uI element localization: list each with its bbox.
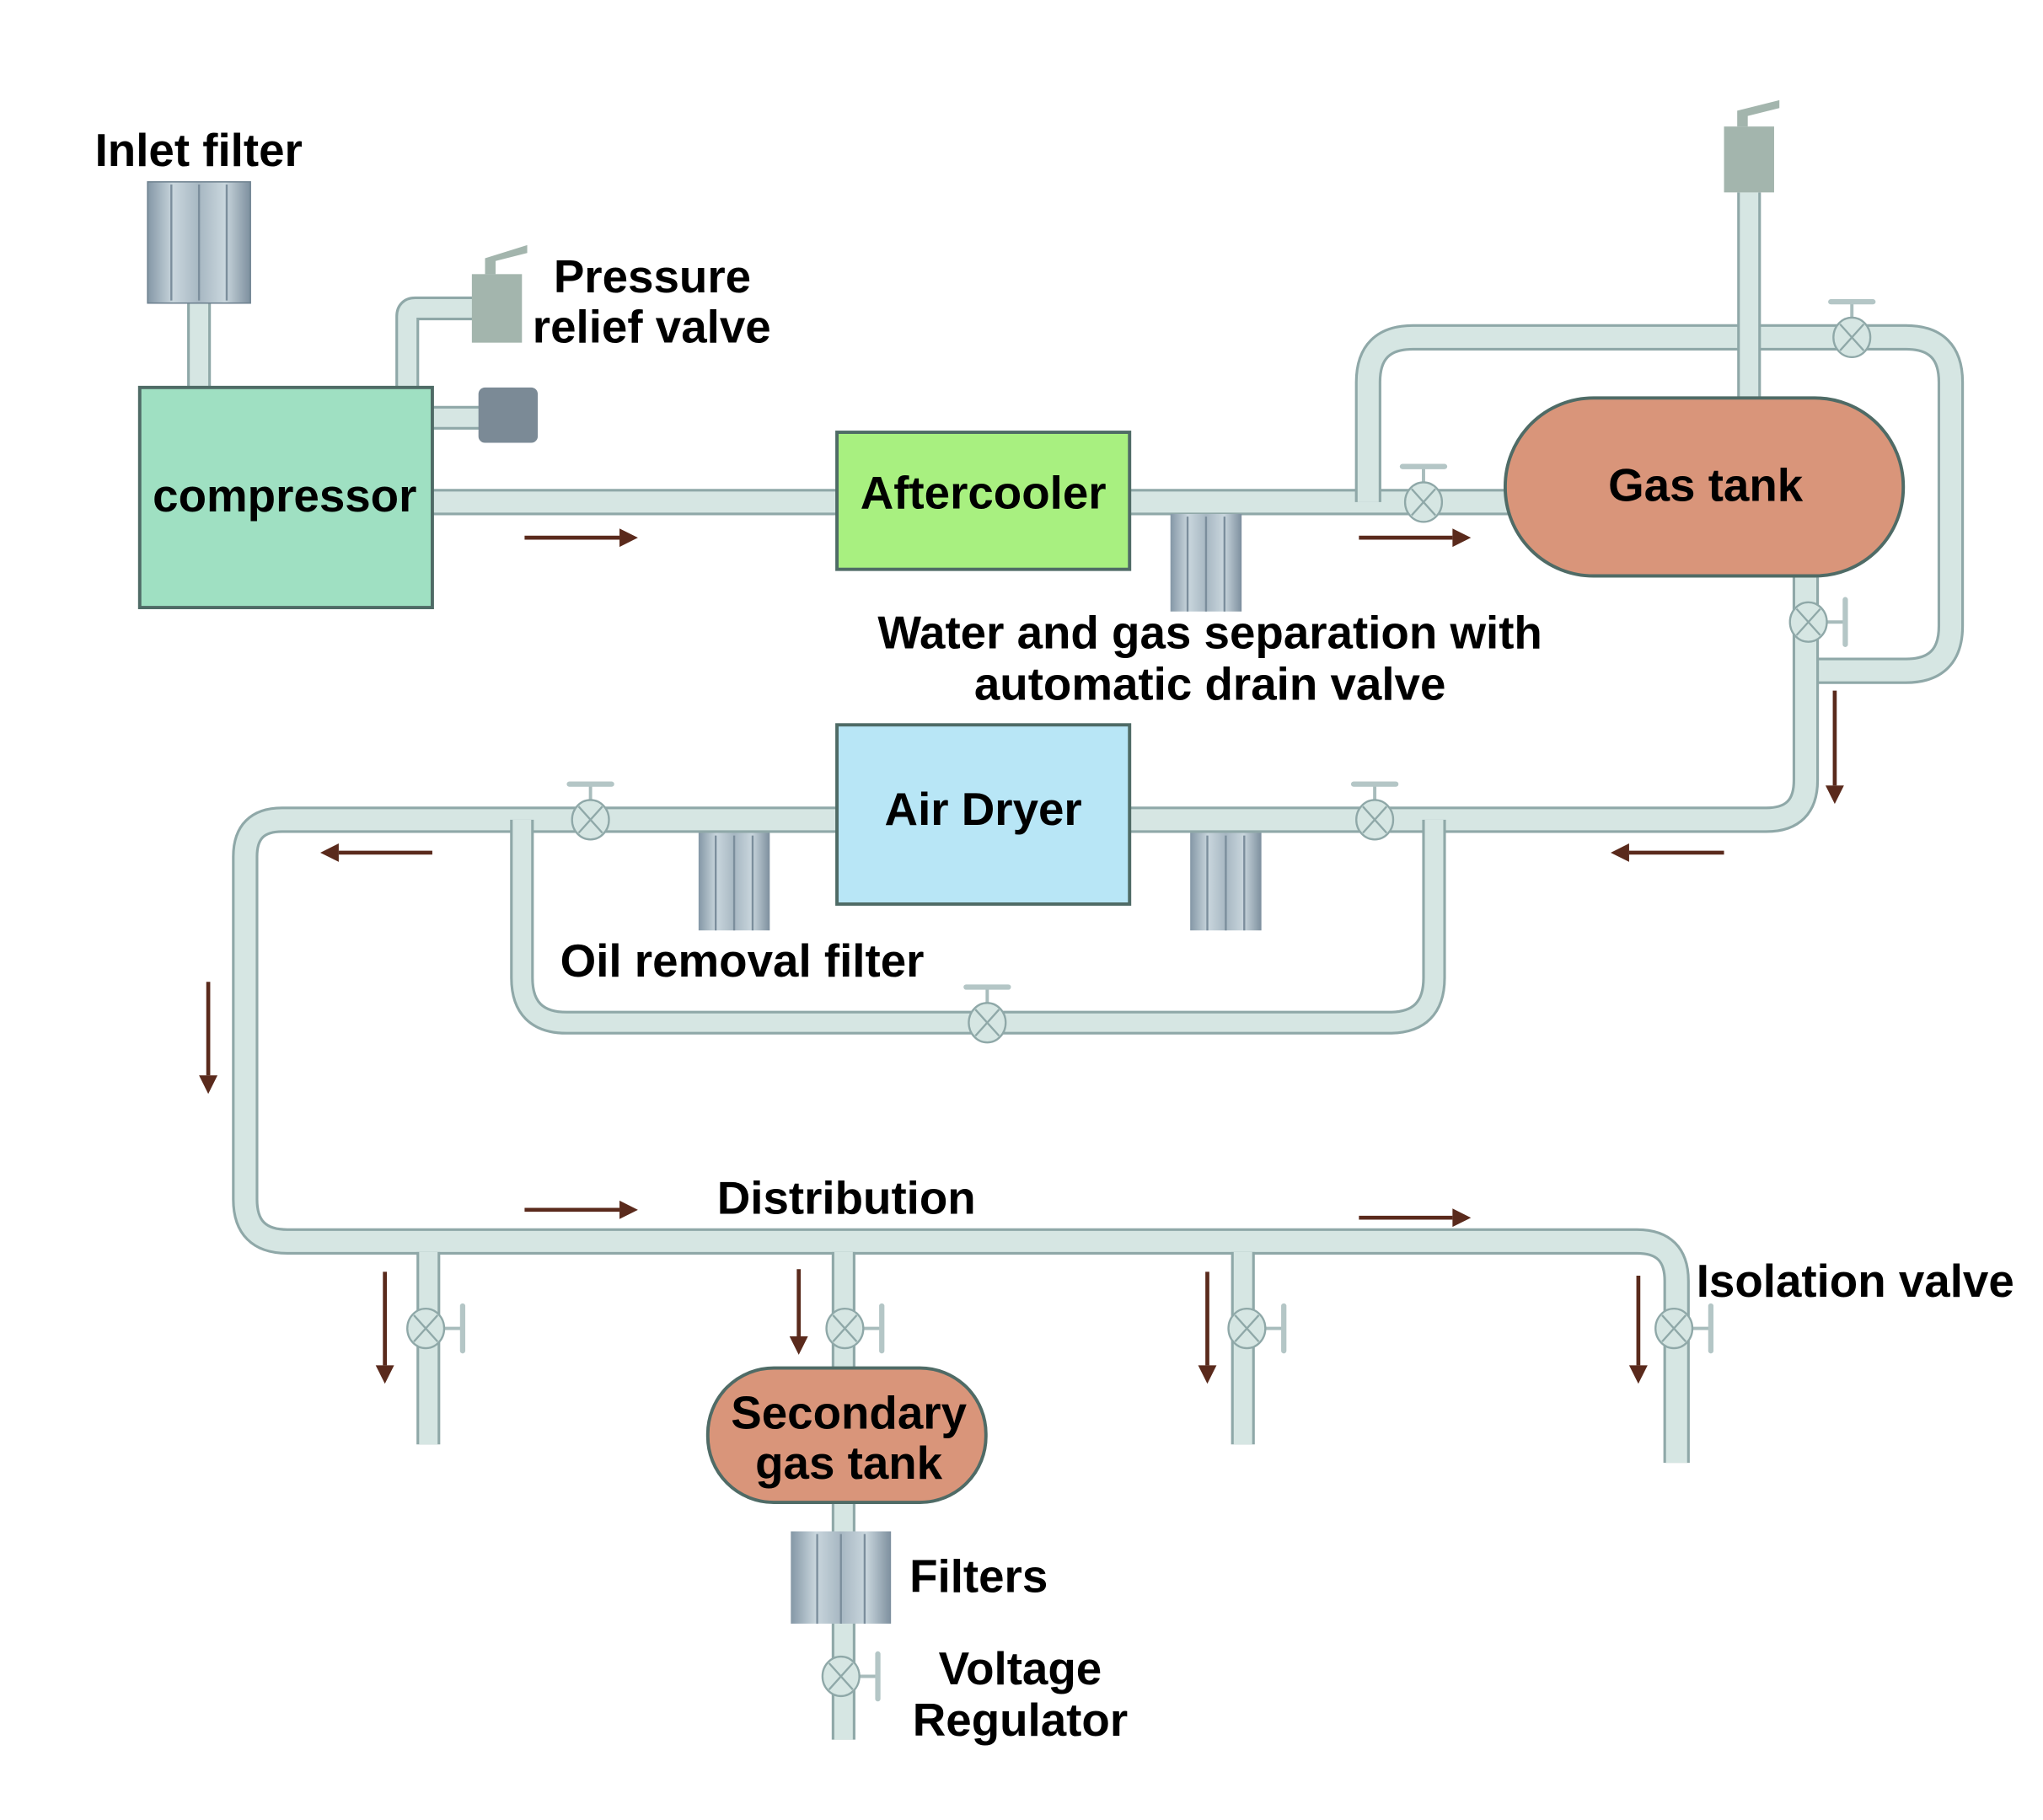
flow-arrow xyxy=(1359,1208,1472,1228)
flow-arrow xyxy=(524,1200,638,1219)
secondary-tank-label-line2: gas tank xyxy=(755,1437,943,1489)
flow-arrow xyxy=(1611,843,1724,862)
flow-arrow xyxy=(199,982,218,1095)
flow-arrow xyxy=(524,528,638,548)
pipe-relief xyxy=(395,296,475,388)
isolation-valve-label: Isolation valve xyxy=(1697,1255,2014,1307)
compressor-port-cap xyxy=(478,387,539,443)
tank-inlet-valve-icon[interactable] xyxy=(1399,463,1448,523)
oil-removal-filter-left[interactable] xyxy=(698,832,770,931)
branch-valve-1-icon[interactable] xyxy=(406,1303,466,1354)
flow-arrow xyxy=(789,1269,808,1355)
branch-valve-2-icon[interactable] xyxy=(825,1303,885,1354)
regulator-label-line1: Voltage xyxy=(939,1642,1102,1694)
separator-label-line2: automatic drain valve xyxy=(974,658,1446,710)
dryer-outlet-valve-icon[interactable] xyxy=(566,781,614,841)
secondary-gas-tank[interactable] xyxy=(705,1366,988,1505)
flow-arrow xyxy=(1628,1276,1648,1384)
aftercooler[interactable] xyxy=(835,431,1132,571)
inlet-filter[interactable] xyxy=(147,181,251,304)
air-dryer-label: Air Dryer xyxy=(885,783,1082,835)
dryer-inlet-valve-icon[interactable] xyxy=(1350,781,1399,841)
air-dryer[interactable] xyxy=(835,723,1132,906)
branch-valve-3-icon[interactable] xyxy=(1227,1303,1287,1354)
distribution-label: Distribution xyxy=(717,1172,976,1224)
oil-removal-filter-label: Oil removal filter xyxy=(560,934,925,987)
flow-arrow xyxy=(1825,690,1844,805)
flow-arrow xyxy=(1359,528,1472,548)
filters-label: Filters xyxy=(909,1550,1048,1602)
flow-arrow xyxy=(1198,1271,1217,1384)
regulator-label-line2: Regulator xyxy=(913,1694,1128,1746)
isolation-valve-icon[interactable] xyxy=(1654,1303,1714,1354)
compressor[interactable] xyxy=(137,385,434,609)
compressor-label: compressor xyxy=(153,469,416,522)
separator-label-line1: Water and gas separation with xyxy=(877,607,1542,659)
tank-relief-valve[interactable] xyxy=(1724,99,1780,193)
aftercooler-label: Aftercooler xyxy=(861,467,1107,519)
pipe-tank-bypass xyxy=(1354,324,1965,684)
inlet-filter-label: Inlet filter xyxy=(95,124,303,176)
filters[interactable] xyxy=(791,1531,892,1624)
flow-arrows xyxy=(199,528,1844,1384)
tank-drain-valve-icon[interactable] xyxy=(1788,597,1848,647)
pressure-relief-valve-label-line1: Pressure xyxy=(554,250,751,302)
water-gas-separator[interactable] xyxy=(1170,513,1242,612)
flow-arrow xyxy=(320,843,432,862)
dryer-bypass-valve-icon[interactable] xyxy=(963,984,1011,1044)
flow-arrow xyxy=(375,1271,394,1384)
secondary-tank-label-line1: Secondary xyxy=(731,1386,967,1438)
bypass-valve-icon[interactable] xyxy=(1828,299,1876,359)
gas-tank[interactable] xyxy=(1503,396,1906,578)
oil-removal-filter-right[interactable] xyxy=(1190,832,1262,931)
pressure-relief-valve-label-line2: relief valve xyxy=(533,301,771,353)
pressure-relief-valve[interactable] xyxy=(471,244,528,343)
voltage-regulator-valve-icon[interactable] xyxy=(821,1651,881,1702)
gas-tank-label: Gas tank xyxy=(1608,458,1804,511)
pipe-tank-outlet xyxy=(232,574,1820,1464)
